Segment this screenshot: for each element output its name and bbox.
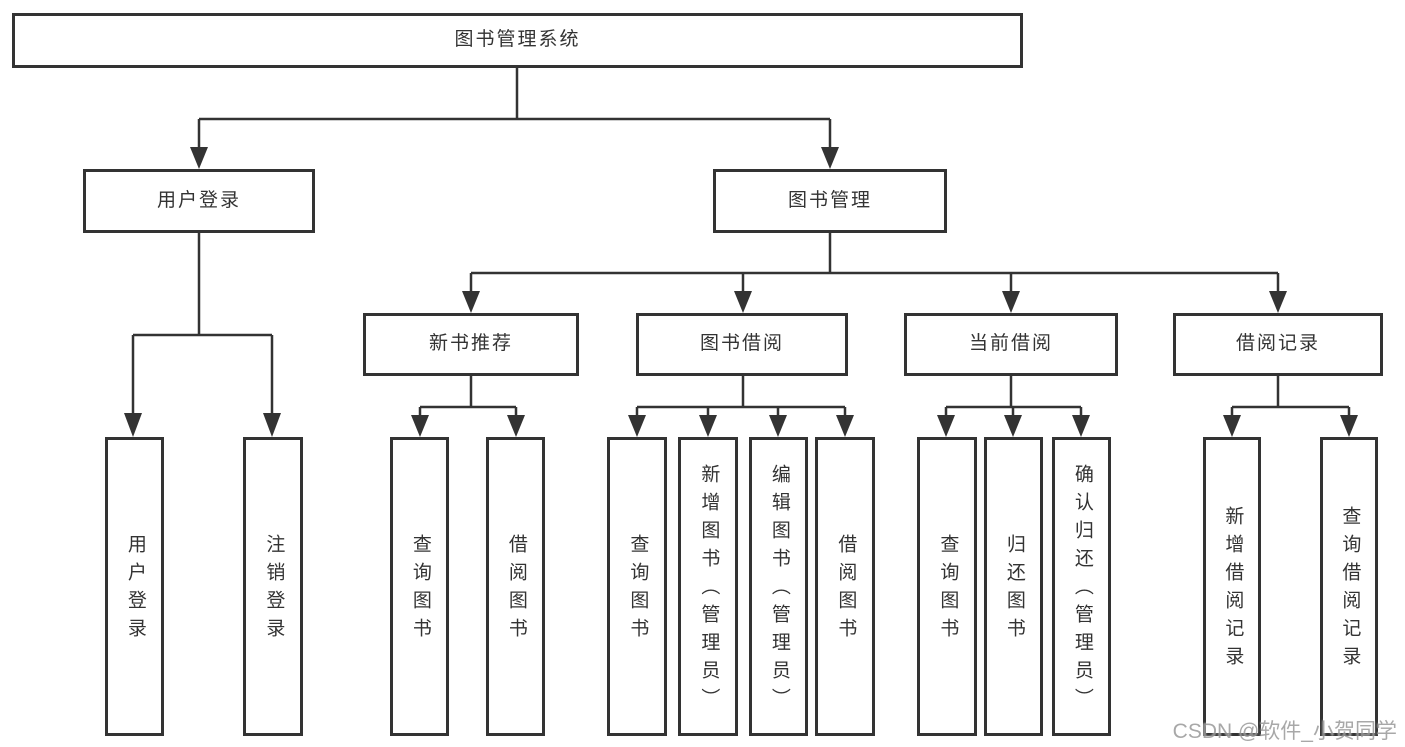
leaf-br-query-record: 查询借阅记录: [1320, 437, 1378, 736]
node-new-book-recommend: 新书推荐: [363, 313, 579, 376]
leaf-bb-query-book: 查询图书: [607, 437, 667, 736]
node-book-borrow: 图书借阅: [636, 313, 848, 376]
leaf-user-login: 用户登录: [105, 437, 164, 736]
leaf-bb-edit-book-admin: 编辑图书（管理员）: [749, 437, 808, 736]
leaf-cb-query-book: 查询图书: [917, 437, 977, 736]
node-book-management: 图书管理: [713, 169, 947, 233]
node-user-login: 用户登录: [83, 169, 315, 233]
leaf-bb-borrow-book: 借阅图书: [815, 437, 875, 736]
leaf-cb-confirm-return-admin: 确认归还（管理员）: [1052, 437, 1111, 736]
leaf-logout: 注销登录: [243, 437, 303, 736]
leaf-rec-query-book: 查询图书: [390, 437, 449, 736]
node-root: 图书管理系统: [12, 13, 1023, 68]
csdn-watermark: CSDN @软件_小贺同学: [1172, 720, 1397, 743]
leaf-br-add-record: 新增借阅记录: [1203, 437, 1261, 736]
leaf-cb-return-book: 归还图书: [984, 437, 1043, 736]
node-borrow-records: 借阅记录: [1173, 313, 1383, 376]
leaf-rec-borrow-book: 借阅图书: [486, 437, 545, 736]
node-current-borrow: 当前借阅: [904, 313, 1118, 376]
leaf-bb-add-book-admin: 新增图书（管理员）: [678, 437, 738, 736]
